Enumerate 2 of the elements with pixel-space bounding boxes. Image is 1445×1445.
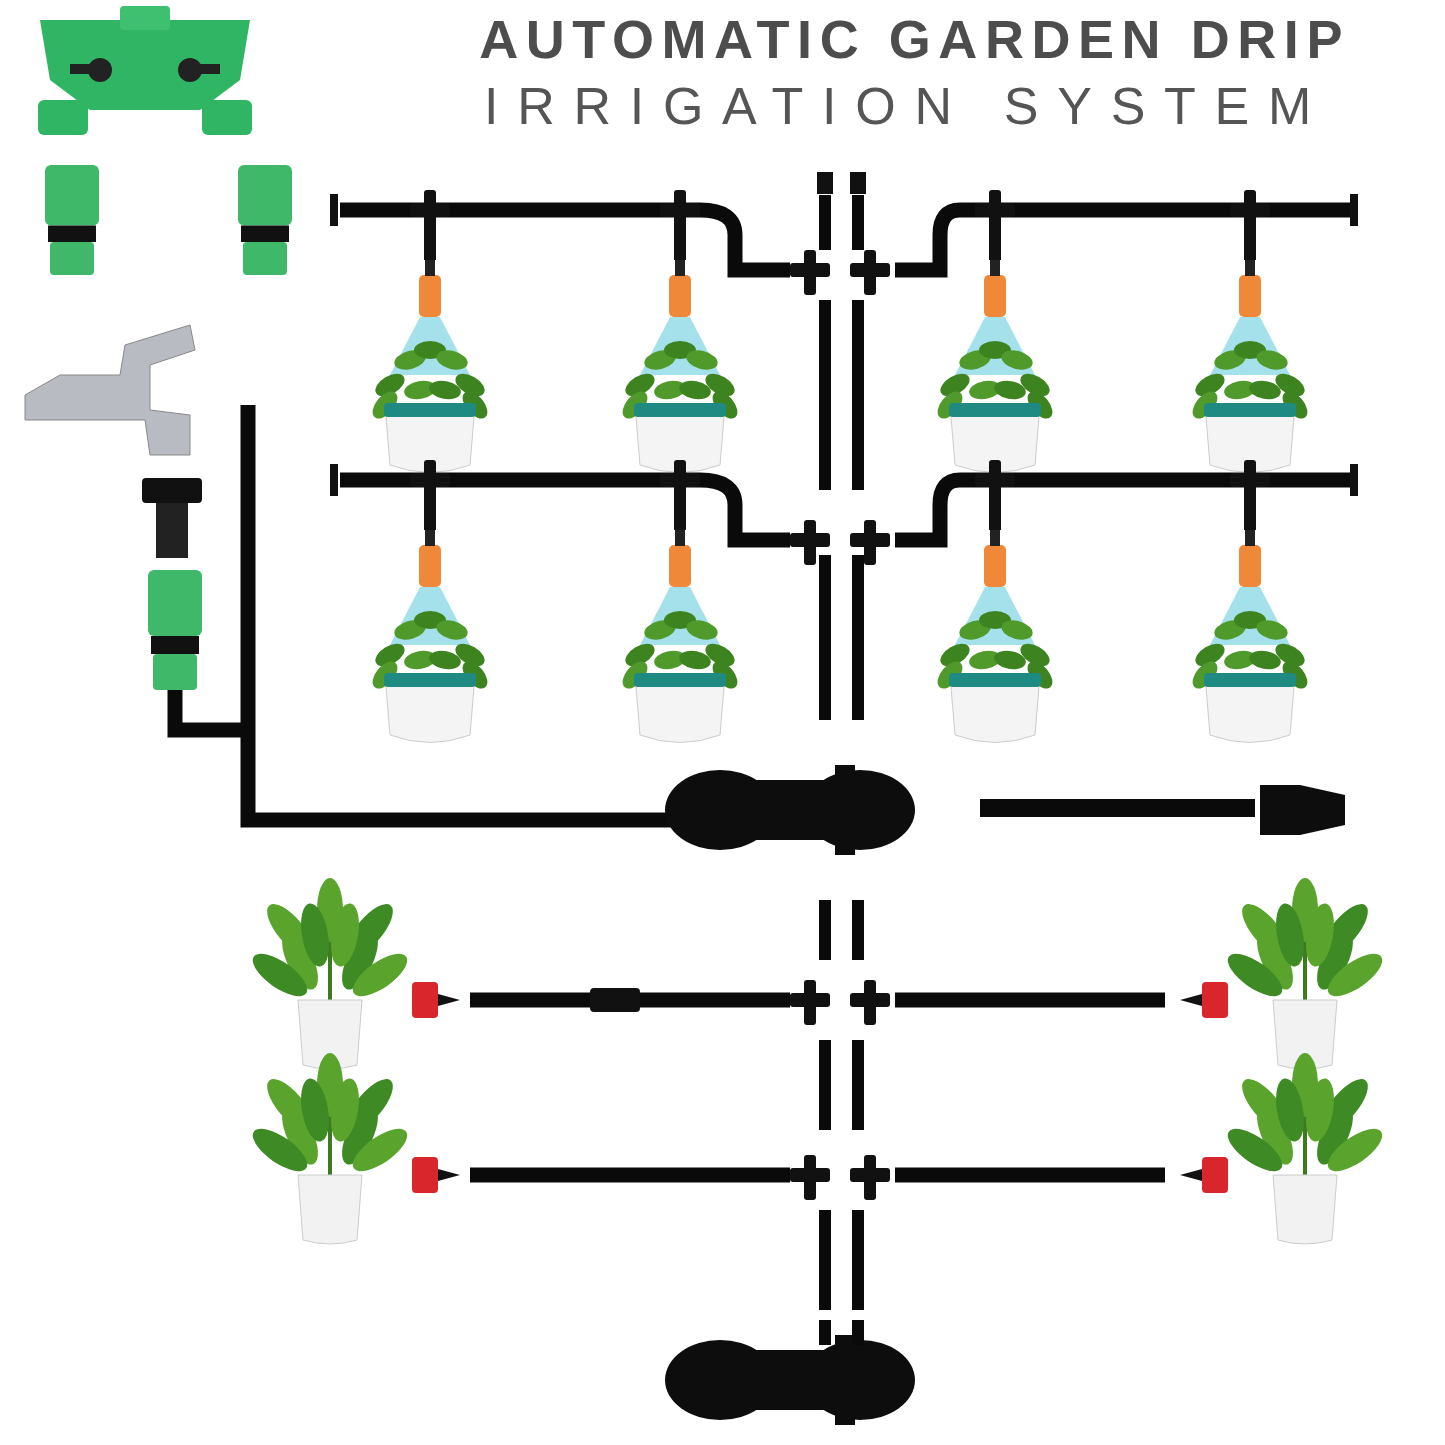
subtitle: IRRIGATION SYSTEM — [484, 76, 1330, 136]
title: AUTOMATIC GARDEN DRIP — [479, 8, 1350, 70]
